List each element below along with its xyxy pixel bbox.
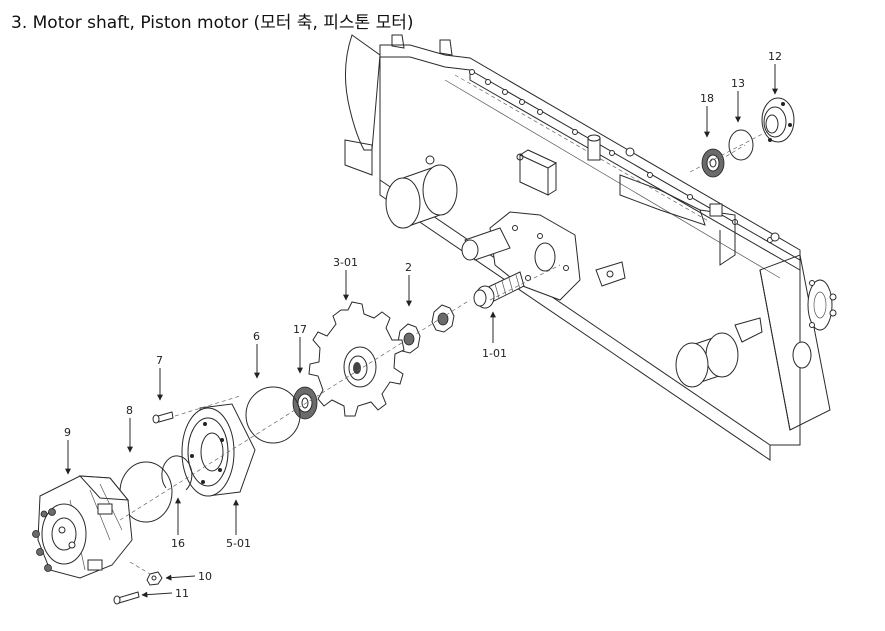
callout-16: 16 <box>171 537 185 550</box>
part-9-piston-motor <box>32 475 133 579</box>
part-5-01-motor-housing <box>181 403 256 497</box>
callout-8: 8 <box>126 404 133 417</box>
part-1-01-motor-shaft <box>473 271 525 309</box>
callout-17: 17 <box>293 323 307 336</box>
part-17-bearing <box>292 386 318 420</box>
callout-2: 2 <box>405 261 412 274</box>
callout-11: 11 <box>175 587 189 600</box>
assembly-axis-lines <box>119 129 771 575</box>
callout-12: 12 <box>768 50 782 63</box>
part-12-bearing-cover <box>761 97 795 143</box>
callout-9: 9 <box>64 426 71 439</box>
callout-18: 18 <box>700 92 714 105</box>
page-title: 3. Motor shaft, Piston motor (모터 축, 피스톤 … <box>11 13 414 33</box>
callout-5-01: 5-01 <box>226 537 251 550</box>
machine-frame <box>344 34 837 461</box>
callout-7: 7 <box>156 354 163 367</box>
callout-1-01: 1-01 <box>482 347 507 360</box>
callout-6: 6 <box>253 330 260 343</box>
part-7-bolt <box>152 411 174 424</box>
callout-10: 10 <box>198 570 212 583</box>
part-16-snap-ring <box>161 455 193 491</box>
callout-13: 13 <box>731 77 745 90</box>
part-6-o-ring <box>245 386 301 444</box>
part-11-bolt <box>113 591 140 605</box>
callout-3-01: 3-01 <box>333 256 358 269</box>
part-10-nut <box>146 571 163 586</box>
part-2-sprocket-hub <box>397 304 455 354</box>
part-13-snap-ring <box>728 129 754 161</box>
part-3-01-sprocket <box>308 301 405 417</box>
part-18-bearing <box>701 148 725 178</box>
callout-labels: 12 13 18 3-01 2 1-01 6 17 7 8 9 16 5-01 … <box>64 50 782 600</box>
callout-leaders <box>65 64 778 598</box>
